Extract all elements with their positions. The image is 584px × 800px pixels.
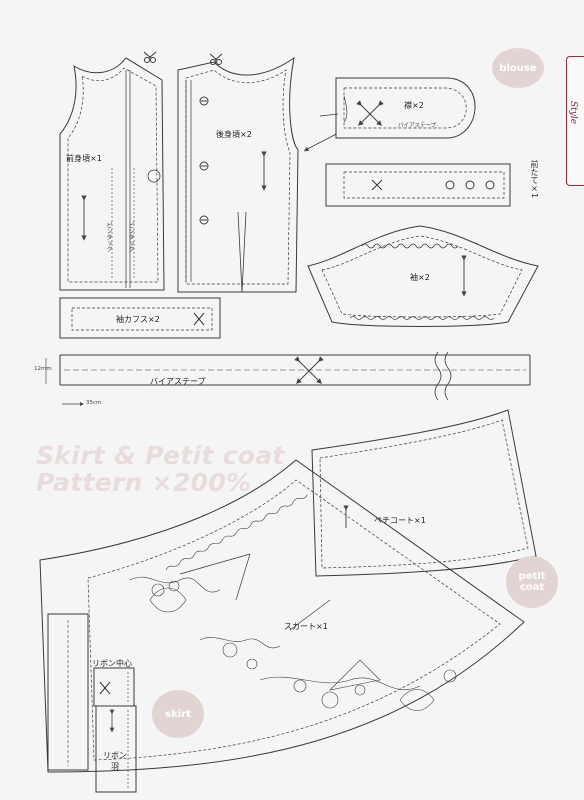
sleeve-cuffs-piece (59, 297, 221, 339)
label-front-placket: 前たて×1 (530, 160, 539, 199)
label-petticoat: ペチコート×1 (374, 516, 426, 525)
bias-tape-piece (45, 351, 531, 407)
label-collar-bias: バイアステープ (398, 123, 437, 129)
label-bias-tape: バイアステープ (150, 377, 206, 386)
label-bias-width: 12mm (34, 366, 52, 372)
badge-petit-coat: petit coat (506, 556, 558, 608)
label-ribbon-center: リボン中心 (92, 659, 132, 668)
heading-line-1: Skirt & Petit coat (36, 441, 285, 470)
label-ribbon-wing-line-1: リボン (103, 751, 127, 760)
label-ribbon-wing-line-2: 羽 (111, 762, 119, 771)
collar-piece (303, 77, 476, 152)
embroidery-motif (129, 576, 457, 711)
ribbon-center-piece (93, 667, 135, 707)
label-sleeve-cuffs: 袖カフス×2 (116, 315, 160, 324)
label-collar: 襟×2 (404, 101, 424, 110)
badge-petit-line-1: petit (518, 571, 546, 582)
front-placket-piece (325, 163, 511, 207)
heading-line-2: Pattern ×200% (36, 468, 252, 497)
label-pin-tuck-1: ピンタック (105, 222, 112, 252)
label-pin-tuck-2: ピンタック (127, 222, 134, 252)
scissors-icon (209, 53, 223, 65)
label-front-bodice: 前身頃×1 (66, 154, 102, 163)
front-bodice-piece (59, 51, 165, 291)
badge-petit-line-2: coat (519, 582, 545, 593)
side-tab-label: Style (568, 101, 578, 125)
side-tab: Style (566, 56, 584, 186)
sleeve-piece (307, 225, 539, 327)
ribbon-strip-piece (47, 613, 89, 771)
badge-blouse: blouse (492, 48, 544, 88)
label-sleeve: 袖×2 (410, 273, 430, 282)
label-back-bodice: 後身頃×2 (216, 130, 252, 139)
label-skirt: スカート×1 (284, 622, 328, 631)
badge-skirt: skirt (152, 690, 204, 738)
skirt-piece (39, 459, 525, 773)
label-ribbon-wing: リボン 羽 (93, 750, 137, 772)
ribbon-wing-piece (95, 705, 137, 793)
label-bias-length: 35cm (86, 400, 102, 406)
back-bodice-piece (177, 53, 299, 293)
scissors-icon (143, 51, 157, 63)
